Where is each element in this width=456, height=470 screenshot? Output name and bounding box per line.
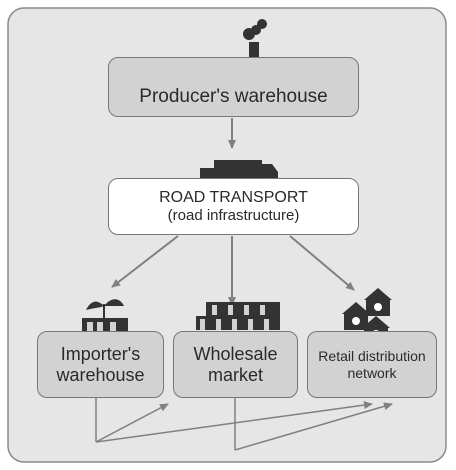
road-transport-title: ROAD TRANSPORT bbox=[159, 188, 308, 206]
producer-warehouse-label: Producer's warehouse bbox=[139, 86, 328, 108]
arrow-road-to-retail bbox=[289, 235, 355, 291]
arrow-road-to-importer bbox=[111, 235, 179, 288]
arrow-importer-to-wholesale bbox=[95, 403, 169, 443]
bottom-connectors bbox=[95, 398, 393, 451]
retail-network-line1: Retail distribution bbox=[318, 348, 426, 365]
market-stalls-icon bbox=[196, 302, 280, 330]
producer-warehouse-box: Producer's warehouse bbox=[108, 57, 359, 117]
arrow-importer-to-retail bbox=[95, 401, 373, 443]
wholesale-market-box: Wholesale market bbox=[173, 331, 298, 398]
importer-warehouse-box: Importer's warehouse bbox=[37, 331, 164, 398]
arrow-wholesale-to-retail bbox=[234, 402, 393, 451]
wholesale-market-line2: market bbox=[207, 364, 263, 385]
wholesale-market-line1: Wholesale bbox=[193, 343, 278, 364]
road-transport-subtitle: (road infrastructure) bbox=[167, 207, 300, 225]
retail-network-box: Retail distribution network bbox=[307, 331, 437, 398]
road-transport-box: ROAD TRANSPORT (road infrastructure) bbox=[108, 178, 359, 235]
retail-network-line2: network bbox=[347, 364, 397, 381]
importer-warehouse-line2: warehouse bbox=[56, 364, 145, 385]
importer-warehouse-line1: Importer's bbox=[60, 343, 141, 364]
